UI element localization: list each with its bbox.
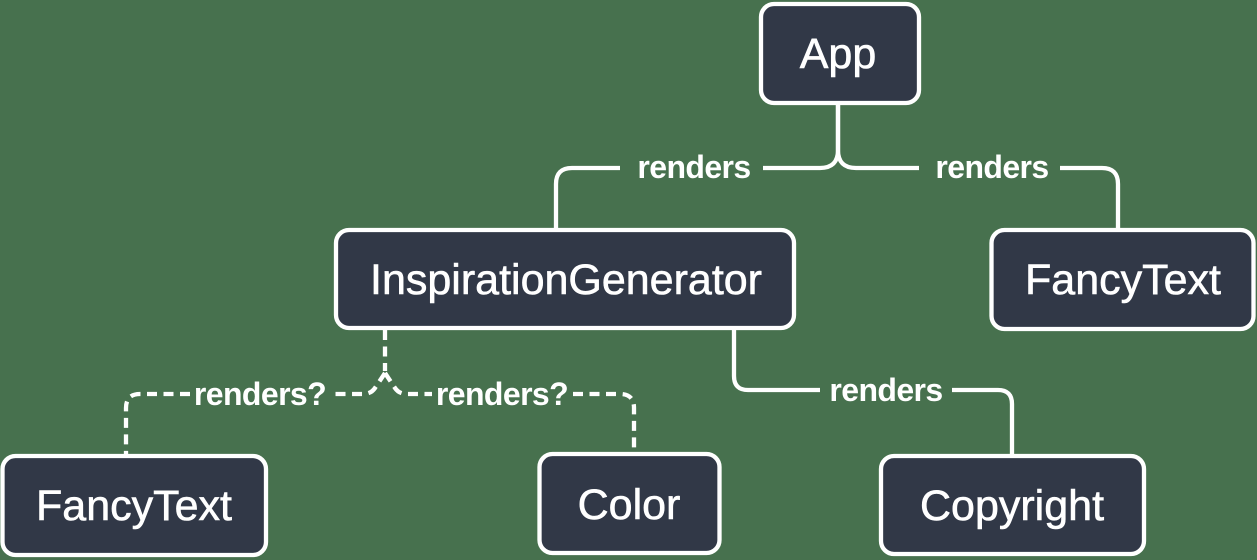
svg-text:InspirationGenerator: InspirationGenerator [370,256,762,304]
svg-text:renders: renders [829,372,942,408]
svg-text:FancyText: FancyText [36,482,232,530]
svg-text:renders: renders [935,149,1048,185]
svg-text:renders?: renders? [436,376,568,412]
svg-text:Color: Color [578,481,681,529]
svg-text:Copyright: Copyright [920,482,1104,530]
svg-text:App: App [800,30,877,78]
svg-text:renders: renders [637,149,750,185]
svg-text:renders?: renders? [194,376,326,412]
svg-text:FancyText: FancyText [1025,256,1221,304]
